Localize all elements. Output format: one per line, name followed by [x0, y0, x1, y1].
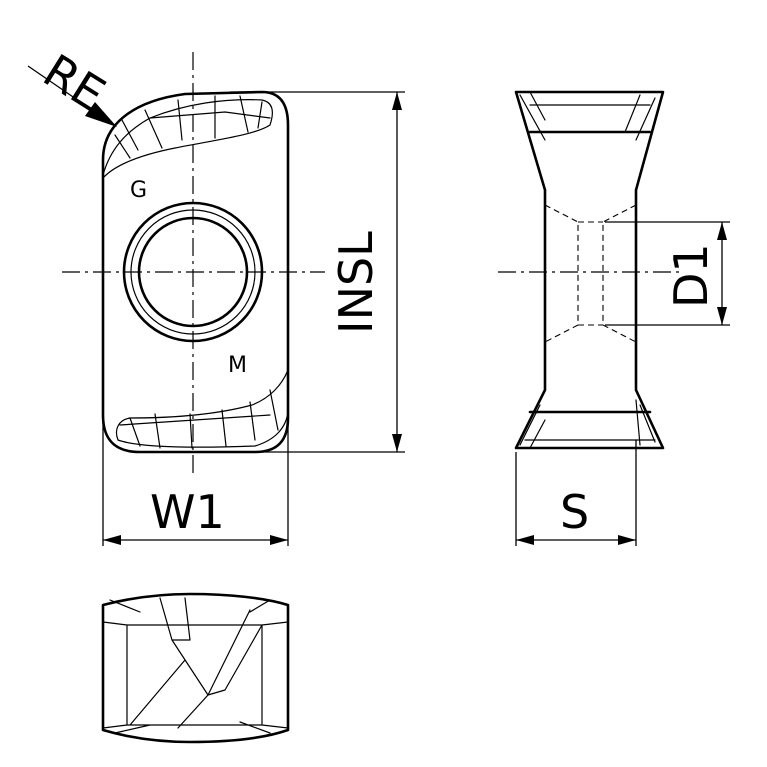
w1-label: W1 [150, 485, 225, 539]
bottom-view [101, 592, 290, 744]
side-view-outline [514, 90, 665, 450]
w1-arrow-left [103, 535, 121, 545]
insl-label: INSL [329, 231, 383, 334]
bottom-view-facets [102, 597, 289, 734]
s-arrow-left [516, 535, 534, 545]
d1-arrow-top [717, 222, 727, 240]
w1-dimension: W1 [102, 420, 289, 546]
top-facet-lines [114, 95, 271, 159]
re-leader-line [27, 65, 96, 113]
top-view-outline [101, 90, 290, 454]
top-chipbreaker [102, 99, 273, 179]
top-view: G M [62, 52, 325, 478]
d1-dimension: D1 [605, 221, 730, 326]
mark-m: M [228, 353, 247, 378]
mark-g: G [130, 178, 147, 203]
insl-arrow-top [392, 92, 402, 110]
w1-arrow-right [270, 535, 288, 545]
re-label: RE [34, 44, 114, 122]
re-arrowhead [85, 102, 117, 127]
s-arrow-right [618, 535, 636, 545]
bottom-facet-lines [119, 389, 279, 449]
insl-dimension: INSL [230, 91, 405, 453]
side-hidden-hole [544, 204, 637, 343]
bottom-chipbreaker [115, 369, 289, 448]
side-view [498, 90, 680, 450]
s-label: S [560, 485, 589, 539]
bottom-view-outline [101, 592, 290, 744]
side-bottom-facets [519, 399, 656, 449]
side-top-facets [519, 91, 656, 141]
d1-label: D1 [664, 243, 718, 308]
re-callout: RE [27, 44, 117, 127]
insl-arrow-bottom [392, 434, 402, 452]
s-dimension: S [515, 440, 637, 546]
d1-arrow-bottom [717, 307, 727, 325]
